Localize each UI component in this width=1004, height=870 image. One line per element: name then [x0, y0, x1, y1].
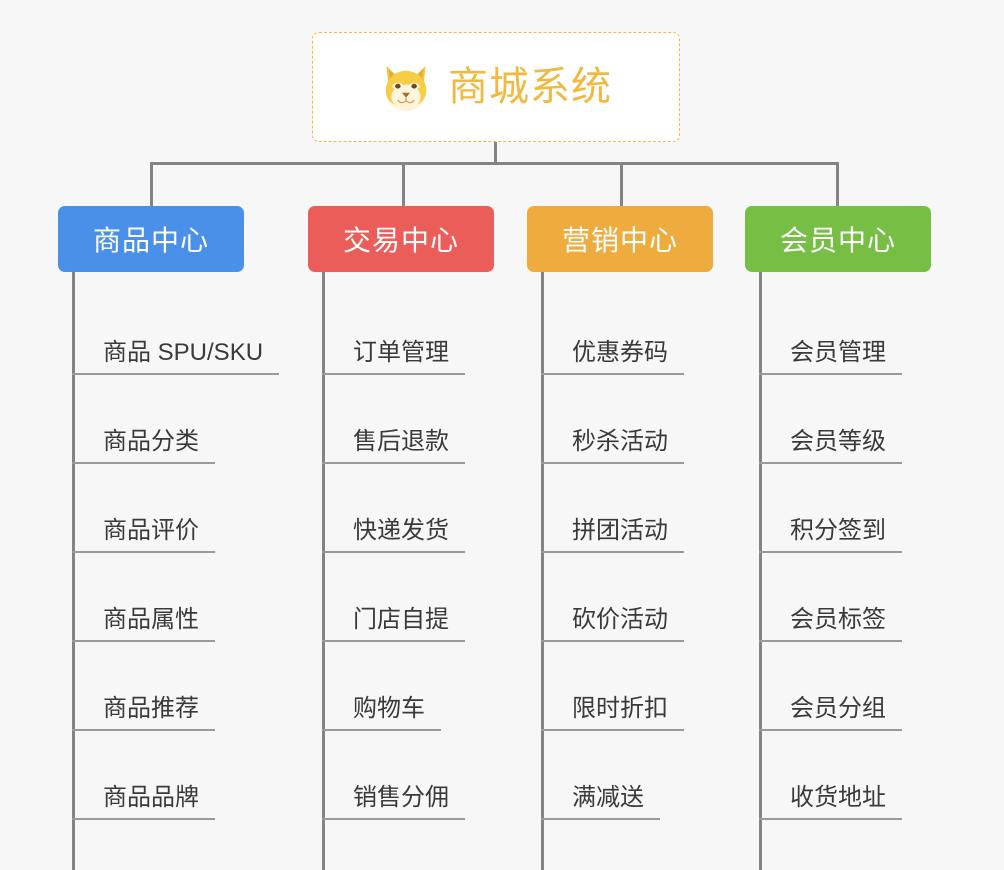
branch-marketing-center: 营销中心 优惠券码 秒杀活动 拼团活动 砍价活动 限时折扣 满减送 — [527, 206, 735, 870]
list-item-label: 售后退款 — [322, 430, 465, 464]
list-item[interactable]: 商品推荐 — [58, 642, 298, 731]
branch-items-product-center: 商品 SPU/SKU 商品分类 商品评价 商品属性 商品推荐 商品品牌 — [58, 272, 298, 870]
list-item[interactable]: 优惠券码 — [527, 286, 735, 375]
branch-header-product-center[interactable]: 商品中心 — [58, 206, 244, 272]
branch-trunk-line — [541, 272, 544, 870]
root-node-title: 商城系统 — [448, 65, 612, 109]
branch-header-marketing-center[interactable]: 营销中心 — [527, 206, 713, 272]
list-item[interactable]: 购物车 — [308, 642, 528, 731]
branch-items-trade-center: 订单管理 售后退款 快递发货 门店自提 购物车 销售分佣 — [308, 272, 528, 870]
list-item-label: 商品品牌 — [72, 786, 215, 820]
connector-drop-member-center — [836, 162, 839, 206]
list-item[interactable]: 订单管理 — [308, 286, 528, 375]
list-item[interactable]: 拼团活动 — [527, 464, 735, 553]
list-item-label: 商品评价 — [72, 519, 215, 553]
branch-member-center: 会员中心 会员管理 会员等级 积分签到 会员标签 会员分组 收货地址 — [745, 206, 959, 870]
list-item[interactable]: 限时折扣 — [527, 642, 735, 731]
root-node-mall-system[interactable]: 商城系统 — [312, 32, 680, 142]
list-item[interactable]: 销售分佣 — [308, 731, 528, 820]
list-item-label: 拼团活动 — [541, 519, 684, 553]
list-item[interactable]: 商品品牌 — [58, 731, 298, 820]
connector-horizontal-bus — [150, 162, 838, 165]
list-item-label: 砍价活动 — [541, 608, 684, 642]
list-item-label: 秒杀活动 — [541, 430, 684, 464]
list-item-label: 积分签到 — [759, 519, 902, 553]
list-item[interactable]: 砍价活动 — [527, 553, 735, 642]
list-item-label: 快递发货 — [322, 519, 465, 553]
shiba-dog-face-icon — [385, 65, 427, 112]
list-item-label: 商品推荐 — [72, 697, 215, 731]
list-item[interactable]: 商品 SPU/SKU — [58, 286, 298, 375]
branch-header-trade-center[interactable]: 交易中心 — [308, 206, 494, 272]
list-item[interactable]: 会员分组 — [745, 642, 959, 731]
list-item[interactable]: 售后退款 — [308, 375, 528, 464]
list-item[interactable]: 积分签到 — [745, 464, 959, 553]
list-item-label: 优惠券码 — [541, 341, 684, 375]
list-item[interactable]: 商品属性 — [58, 553, 298, 642]
list-item[interactable]: 会员标签 — [745, 553, 959, 642]
list-item[interactable]: 秒杀活动 — [527, 375, 735, 464]
list-item[interactable]: 商品分类 — [58, 375, 298, 464]
list-item-label: 商品属性 — [72, 608, 215, 642]
branch-trade-center: 交易中心 订单管理 售后退款 快递发货 门店自提 购物车 销售分佣 — [308, 206, 528, 870]
branch-items-member-center: 会员管理 会员等级 积分签到 会员标签 会员分组 收货地址 — [745, 272, 959, 870]
list-item-label: 会员管理 — [759, 341, 902, 375]
branch-trunk-line — [322, 272, 325, 870]
connector-drop-marketing-center — [620, 162, 623, 206]
connector-drop-product-center — [150, 162, 153, 206]
mindmap-canvas: 商城系统 商品中心 商品 SPU/SKU 商品分类 商品评价 商品属性 商品推荐… — [58, 32, 959, 870]
list-item-label: 会员标签 — [759, 608, 902, 642]
list-item-label: 购物车 — [322, 697, 441, 731]
connector-root-stem — [494, 142, 497, 164]
list-item-label: 销售分佣 — [322, 786, 465, 820]
branch-product-center: 商品中心 商品 SPU/SKU 商品分类 商品评价 商品属性 商品推荐 商品品牌 — [58, 206, 298, 870]
branch-header-member-center[interactable]: 会员中心 — [745, 206, 931, 272]
list-item[interactable]: 会员管理 — [745, 286, 959, 375]
branch-items-marketing-center: 优惠券码 秒杀活动 拼团活动 砍价活动 限时折扣 满减送 — [527, 272, 735, 870]
list-item-label: 满减送 — [541, 786, 660, 820]
branch-trunk-line — [759, 272, 762, 870]
list-item-label: 限时折扣 — [541, 697, 684, 731]
list-item[interactable]: 快递发货 — [308, 464, 528, 553]
connector-drop-trade-center — [402, 162, 405, 206]
list-item-label: 收货地址 — [759, 786, 902, 820]
list-item-label: 商品分类 — [72, 430, 215, 464]
list-item[interactable]: 门店自提 — [308, 553, 528, 642]
list-item[interactable]: 满减送 — [527, 731, 735, 820]
branch-trunk-line — [72, 272, 75, 870]
list-item-label: 订单管理 — [322, 341, 465, 375]
list-item[interactable]: 收货地址 — [745, 731, 959, 820]
list-item-label: 会员分组 — [759, 697, 902, 731]
list-item-label: 门店自提 — [322, 608, 465, 642]
list-item[interactable]: 商品评价 — [58, 464, 298, 553]
list-item[interactable]: 会员等级 — [745, 375, 959, 464]
list-item-label: 会员等级 — [759, 430, 902, 464]
list-item-label: 商品 SPU/SKU — [71, 341, 280, 375]
